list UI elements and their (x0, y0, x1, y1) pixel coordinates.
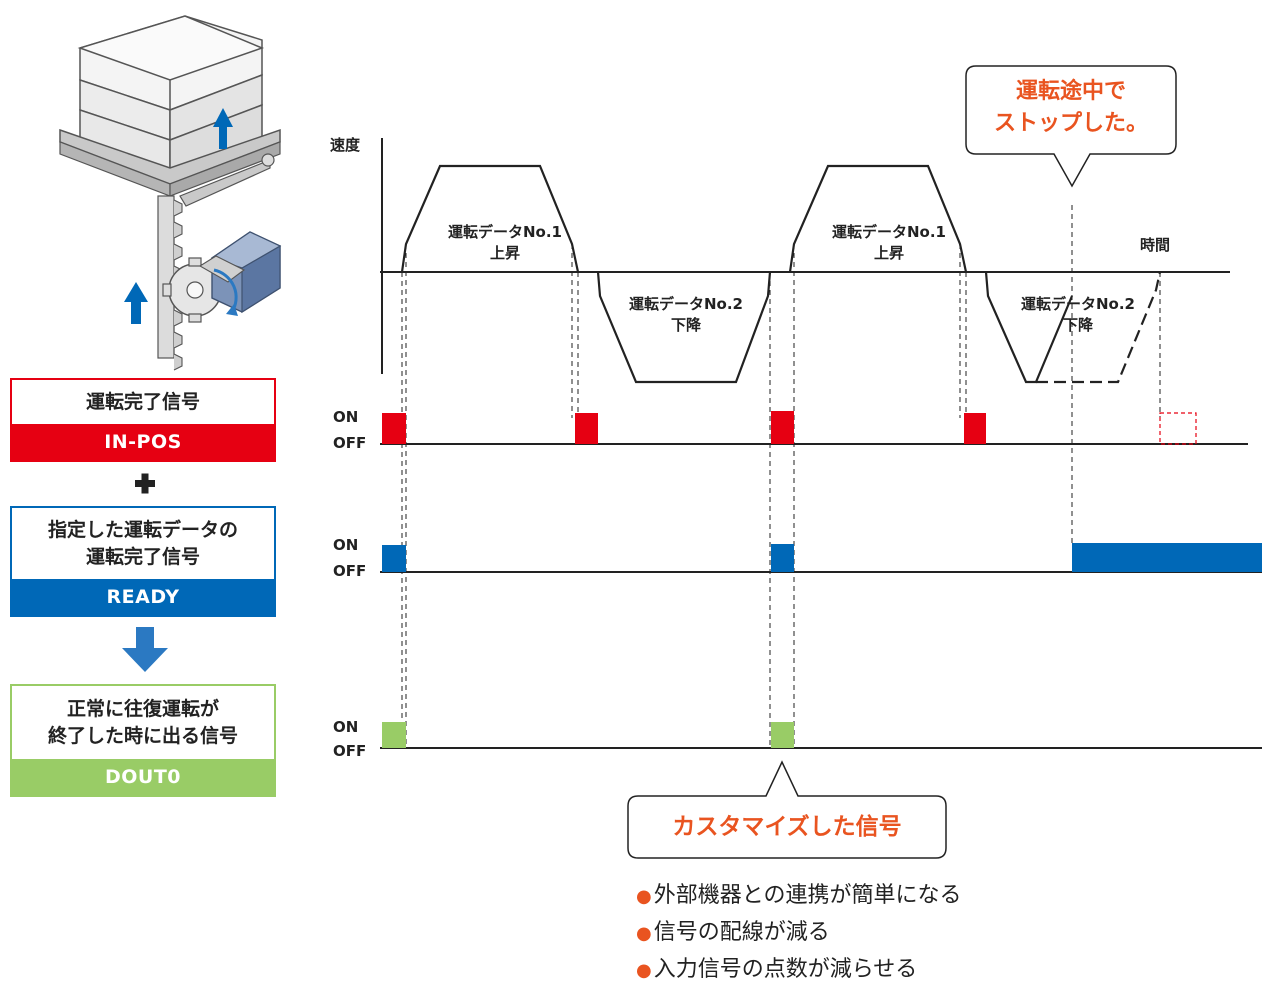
douto-off-label: OFF (333, 742, 367, 760)
plus-icon (135, 473, 155, 494)
custom-signal-callout-text: カスタマイズした信号 (672, 814, 902, 840)
bullet-icon: ● (636, 886, 652, 907)
up-arrow-icon (213, 108, 233, 149)
segment-label: 運転データNo.1 上昇 (804, 222, 974, 264)
ready-signal-box: 指定した運転データの 運転完了信号 READY (10, 506, 276, 617)
ready-pulse (771, 544, 794, 572)
douto-pulse (771, 722, 794, 748)
down-arrow-icon (122, 627, 168, 672)
douto-title-line: 終了した時に出る信号 (47, 724, 238, 747)
douto-title-line: 正常に往復運転が (66, 697, 219, 720)
velocity-profile (380, 138, 1230, 384)
ready-title-line: 指定した運転データの (47, 518, 238, 541)
inpos-on-label: ON (333, 408, 359, 426)
benefit-text: 信号の配線が減る (653, 920, 830, 945)
inpos-off-label: OFF (333, 434, 367, 452)
velocity-axis-label: 速度 (330, 136, 361, 154)
ready-off-label: OFF (333, 562, 367, 580)
ready-code: READY (12, 579, 274, 615)
segment-label-line: 上昇 (489, 244, 520, 262)
douto-code: DOUT0 (12, 759, 274, 795)
segment-label: 運転データNo.1 上昇 (420, 222, 590, 264)
stop-callout-text: 運転途中で ストップした。 (970, 76, 1172, 140)
segment-label-line: 運転データNo.1 (832, 223, 946, 241)
benefit-item: ●信号の配線が減る (636, 915, 962, 952)
ready-pulse (382, 545, 406, 572)
douto-pulse (382, 722, 406, 748)
ready-pulse (1072, 543, 1262, 572)
ready-title-line: 運転完了信号 (85, 545, 200, 568)
inpos-pulse (964, 413, 986, 444)
stop-callout-line: ストップした。 (993, 111, 1148, 136)
lift-illustration (59, 15, 282, 371)
segment-label-line: 下降 (670, 316, 701, 334)
segment-label-line: 運転データNo.1 (448, 223, 562, 241)
inpos-title-line: 運転完了信号 (85, 390, 200, 413)
segment-label-line: 運転データNo.2 (629, 295, 743, 313)
benefit-item: ●外部機器との連携が簡単になる (636, 878, 962, 915)
benefit-text: 外部機器との連携が簡単になる (653, 883, 962, 908)
douto-signal-box: 正常に往復運転が 終了した時に出る信号 DOUT0 (10, 684, 276, 797)
up-arrow-icon (124, 282, 148, 324)
custom-signal-callout-bubble (627, 760, 947, 859)
stop-callout-line: 運転途中で (1015, 79, 1126, 104)
douto-on-label: ON (333, 718, 359, 736)
bullet-icon: ● (636, 960, 652, 981)
segment-label-line: 運転データNo.2 (1021, 295, 1135, 313)
benefits-list: ●外部機器との連携が簡単になる ●信号の配線が減る ●入力信号の点数が減らせる (636, 878, 962, 989)
segment-label: 運転データNo.2 下降 (992, 294, 1164, 336)
segment-label-line: 下降 (1062, 316, 1093, 334)
bullet-icon: ● (636, 923, 652, 944)
inpos-pulse (382, 413, 406, 444)
inpos-pulse-missing (1159, 412, 1197, 445)
guide-lines (401, 205, 1161, 748)
benefit-text: 入力信号の点数が減らせる (653, 957, 918, 982)
ready-on-label: ON (333, 536, 359, 554)
inpos-title: 運転完了信号 (12, 380, 274, 424)
inpos-pulse (575, 413, 598, 444)
time-axis-label: 時間 (1140, 236, 1171, 254)
stop-callout-bubble (965, 65, 1177, 188)
ready-title: 指定した運転データの 運転完了信号 (12, 508, 274, 579)
douto-title: 正常に往復運転が 終了した時に出る信号 (12, 686, 274, 759)
inpos-code: IN-POS (12, 424, 274, 460)
inpos-signal-box: 運転完了信号 IN-POS (10, 378, 276, 462)
inpos-pulse (771, 411, 794, 444)
segment-label: 運転データNo.2 下降 (600, 294, 772, 336)
segment-label-line: 上昇 (873, 244, 904, 262)
benefit-item: ●入力信号の点数が減らせる (636, 952, 962, 989)
